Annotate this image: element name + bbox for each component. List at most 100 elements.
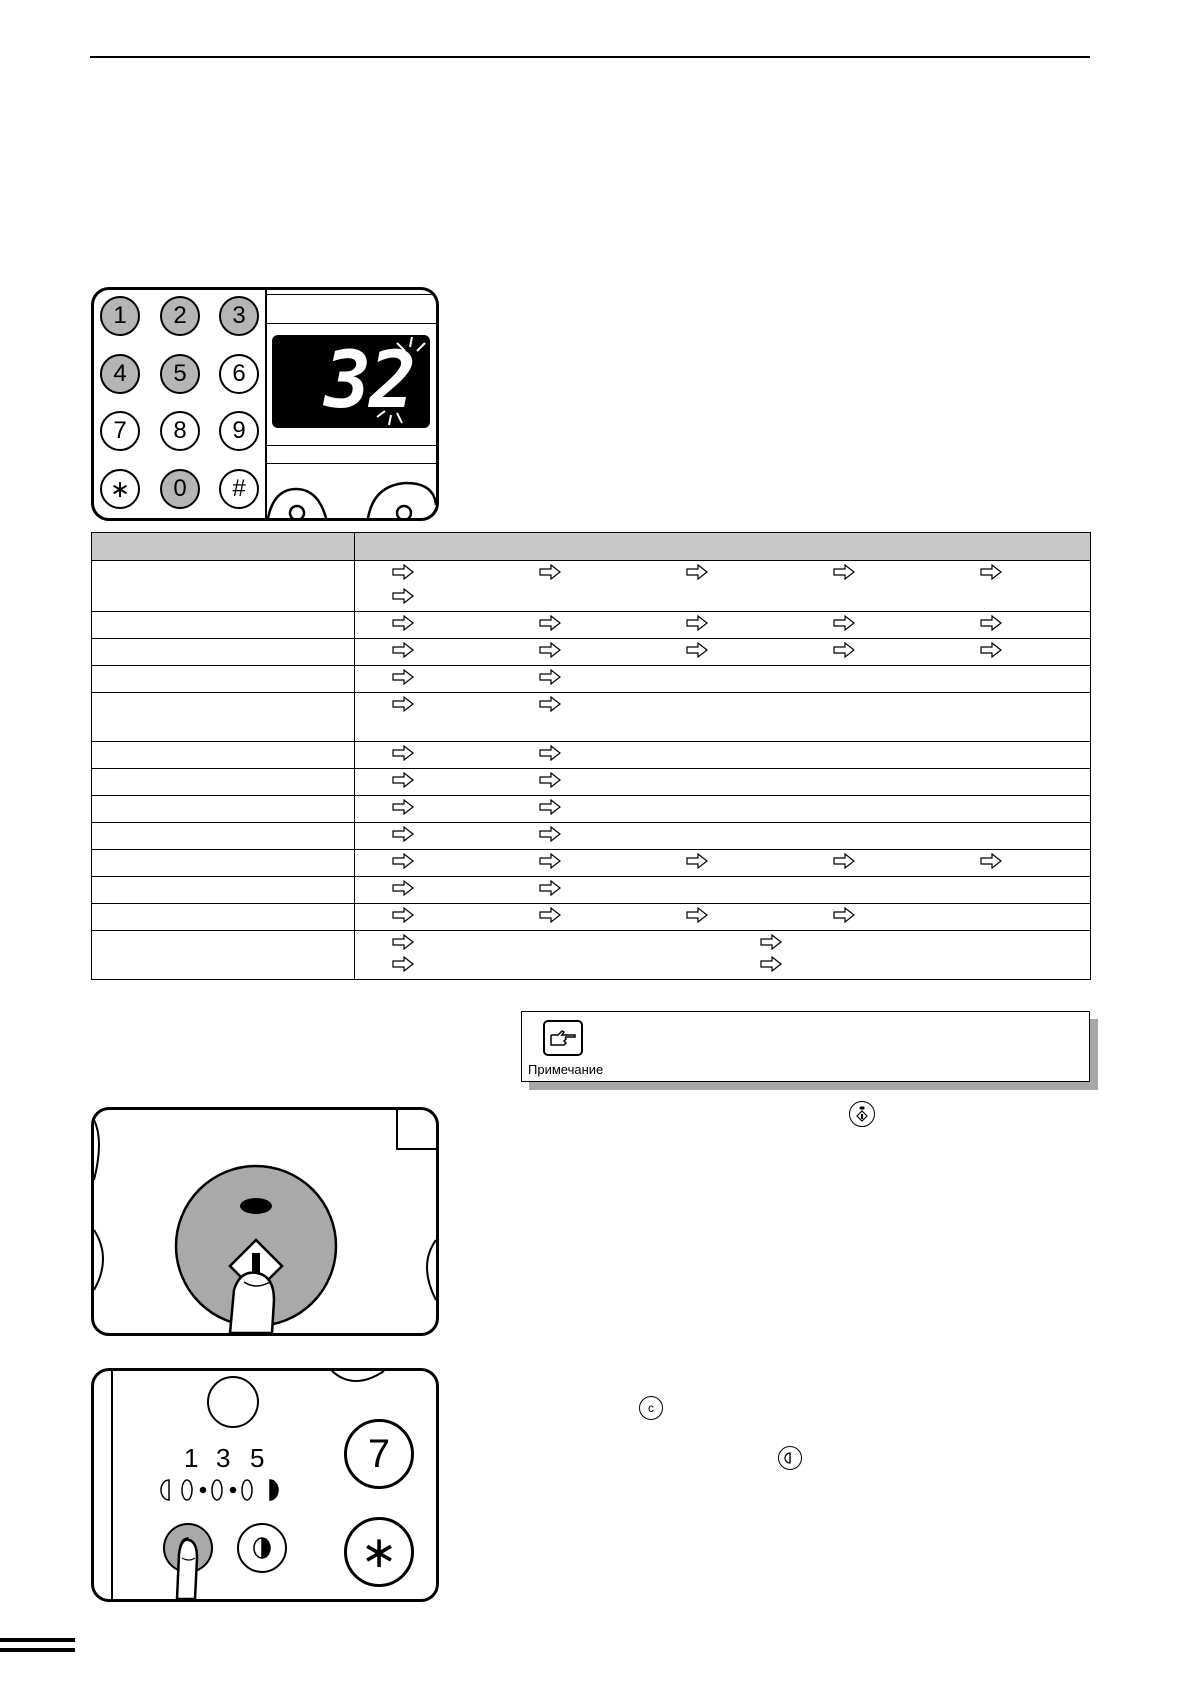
table-header-cell-right <box>354 532 1091 561</box>
table-cell-left <box>91 849 355 877</box>
key-seven[interactable]: 7 <box>344 1419 414 1489</box>
table-cell-right <box>354 768 1091 796</box>
arrow-right-icon <box>832 906 856 924</box>
key-2[interactable]: 2 <box>160 296 200 336</box>
table-row <box>91 611 1091 639</box>
scale-label-5: 5 <box>250 1443 265 1473</box>
arrow-right-icon <box>538 695 562 713</box>
table-row <box>91 822 1091 850</box>
table-row <box>91 903 1091 931</box>
arrow-right-icon <box>391 641 415 659</box>
arrow-right-icon <box>538 825 562 843</box>
table-row <box>91 692 1091 742</box>
arrow-right-icon <box>685 641 709 659</box>
scale-label-1: 1 <box>184 1443 199 1473</box>
table-cell-right <box>354 795 1091 823</box>
arrow-right-icon <box>391 563 415 581</box>
arrow-right-icon <box>979 563 1003 581</box>
arrow-right-icon <box>538 906 562 924</box>
key-star[interactable]: ∗ <box>100 469 140 509</box>
table-row <box>91 560 1091 612</box>
key-label: 1 <box>113 302 127 329</box>
display-line-1 <box>266 445 436 446</box>
table-header-row <box>91 532 1091 561</box>
arrow-right-icon <box>832 852 856 870</box>
key-3[interactable]: 3 <box>219 296 259 336</box>
key-4[interactable]: 4 <box>100 354 140 394</box>
keypad-panel: 1 2 3 4 5 6 7 8 9 ∗ 0 # 32 <box>91 287 439 521</box>
key-label: 3 <box>232 302 246 329</box>
arrow-right-icon <box>391 587 415 605</box>
key-8[interactable]: 8 <box>160 411 200 451</box>
start-key-icon <box>849 1101 875 1127</box>
table-row <box>91 768 1091 796</box>
arrow-right-icon <box>538 771 562 789</box>
key-7[interactable]: 7 <box>100 411 140 451</box>
arrow-right-icon <box>759 955 783 973</box>
key-label: 4 <box>113 360 127 387</box>
arrow-right-icon <box>832 563 856 581</box>
key-label: 8 <box>173 417 187 444</box>
arrow-right-icon <box>979 614 1003 632</box>
table-header-cell-left <box>91 532 355 561</box>
settings-table <box>91 532 1091 980</box>
exposure-indicators <box>160 1479 279 1501</box>
lcd-display: 32 <box>272 335 430 428</box>
table-cell-right <box>354 903 1091 931</box>
key-1[interactable]: 1 <box>100 296 140 336</box>
arrow-right-icon <box>391 906 415 924</box>
round-buttons-icon <box>266 481 436 518</box>
arrow-right-icon <box>391 852 415 870</box>
key-5[interactable]: 5 <box>160 354 200 394</box>
key-label: ∗ <box>109 475 131 503</box>
table-cell-left <box>91 692 355 742</box>
table-cell-right <box>354 665 1091 693</box>
table-row <box>91 741 1091 769</box>
table-cell-left <box>91 822 355 850</box>
table-cell-left <box>91 611 355 639</box>
exposure-panel-lines <box>111 1371 385 1599</box>
arrow-right-icon <box>979 852 1003 870</box>
bottom-rule-2 <box>0 1648 75 1652</box>
table-cell-left <box>91 768 355 796</box>
arrow-right-icon <box>832 614 856 632</box>
key-label: 9 <box>232 417 246 444</box>
arrow-right-icon <box>538 641 562 659</box>
table-row <box>91 638 1091 666</box>
blink-rays-icon <box>376 336 426 426</box>
key-label: 6 <box>232 360 246 387</box>
arrow-right-icon <box>538 798 562 816</box>
display-top-line <box>266 294 436 295</box>
key-6[interactable]: 6 <box>219 354 259 394</box>
key-star[interactable]: ∗ <box>344 1517 414 1587</box>
lcd-value: 32 <box>324 336 416 426</box>
table-cell-right <box>354 822 1091 850</box>
table-row <box>91 665 1091 693</box>
start-button-illustration <box>94 1110 436 1333</box>
arrow-right-icon <box>538 563 562 581</box>
arrow-right-icon <box>832 641 856 659</box>
note-label: Примечание <box>528 1062 604 1077</box>
key-0[interactable]: 0 <box>160 469 200 509</box>
display-top-line-2 <box>266 323 436 324</box>
table-cell-left <box>91 741 355 769</box>
arrow-right-icon <box>391 825 415 843</box>
arrow-right-icon <box>538 668 562 686</box>
arrow-right-icon <box>538 879 562 897</box>
arrow-right-icon <box>391 933 415 951</box>
top-rule <box>90 56 1090 58</box>
key-hash[interactable]: # <box>219 469 259 509</box>
dark-exposure-button[interactable] <box>237 1523 287 1573</box>
arrow-right-icon <box>538 614 562 632</box>
arrow-right-icon <box>391 771 415 789</box>
scale-label-3: 3 <box>216 1443 231 1473</box>
table-cell-left <box>91 903 355 931</box>
key-label: 2 <box>173 302 187 329</box>
table-cell-right <box>354 638 1091 666</box>
key-star-label: ∗ <box>360 1527 398 1577</box>
light-exposure-key-icon <box>778 1446 802 1470</box>
key-9[interactable]: 9 <box>219 411 259 451</box>
arrow-right-icon <box>391 668 415 686</box>
display-line-2 <box>266 463 436 464</box>
start-button-panel <box>91 1107 439 1336</box>
